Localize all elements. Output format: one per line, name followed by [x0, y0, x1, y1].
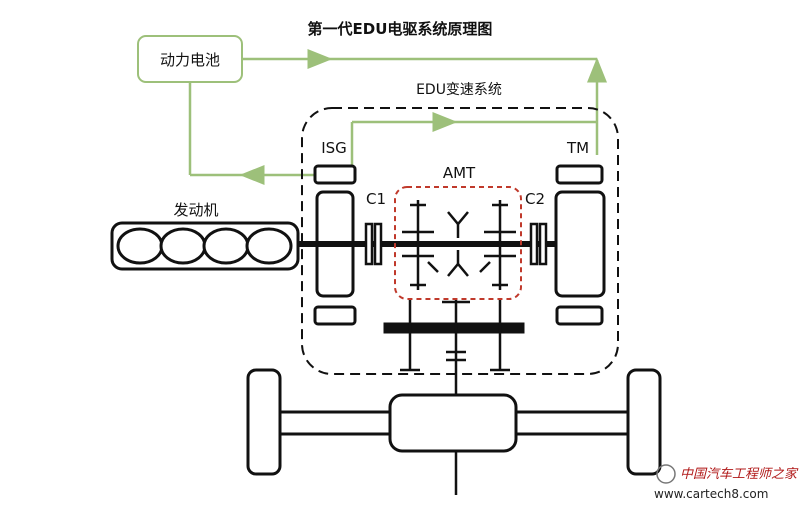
energy-flow-lines	[188, 49, 607, 185]
amt-gearset	[402, 200, 516, 290]
watermark-url: www.cartech8.com	[654, 487, 768, 501]
engine-block	[110, 221, 300, 271]
amt-label: AMT	[443, 164, 476, 182]
clutch-c2	[529, 222, 548, 266]
watermark: 中国汽车工程师之家 www.cartech8.com	[654, 464, 799, 501]
battery-box: 动力电池	[137, 35, 243, 83]
diagram-title: 第一代EDU电驱系统原理图	[308, 20, 493, 38]
watermark-text: 中国汽车工程师之家	[680, 466, 799, 482]
battery-label: 动力电池	[160, 51, 220, 69]
c1-label: C1	[366, 190, 386, 208]
drive-axle	[246, 368, 662, 476]
tm-label: TM	[566, 139, 589, 157]
clutch-c1	[364, 222, 383, 266]
amt-boundary	[394, 186, 522, 300]
edu-label: EDU变速系统	[416, 82, 502, 98]
tm-motor	[554, 164, 606, 326]
isg-label: ISG	[321, 139, 347, 157]
c2-label: C2	[525, 190, 545, 208]
countershaft	[383, 300, 525, 495]
engine-label: 发动机	[173, 201, 218, 219]
